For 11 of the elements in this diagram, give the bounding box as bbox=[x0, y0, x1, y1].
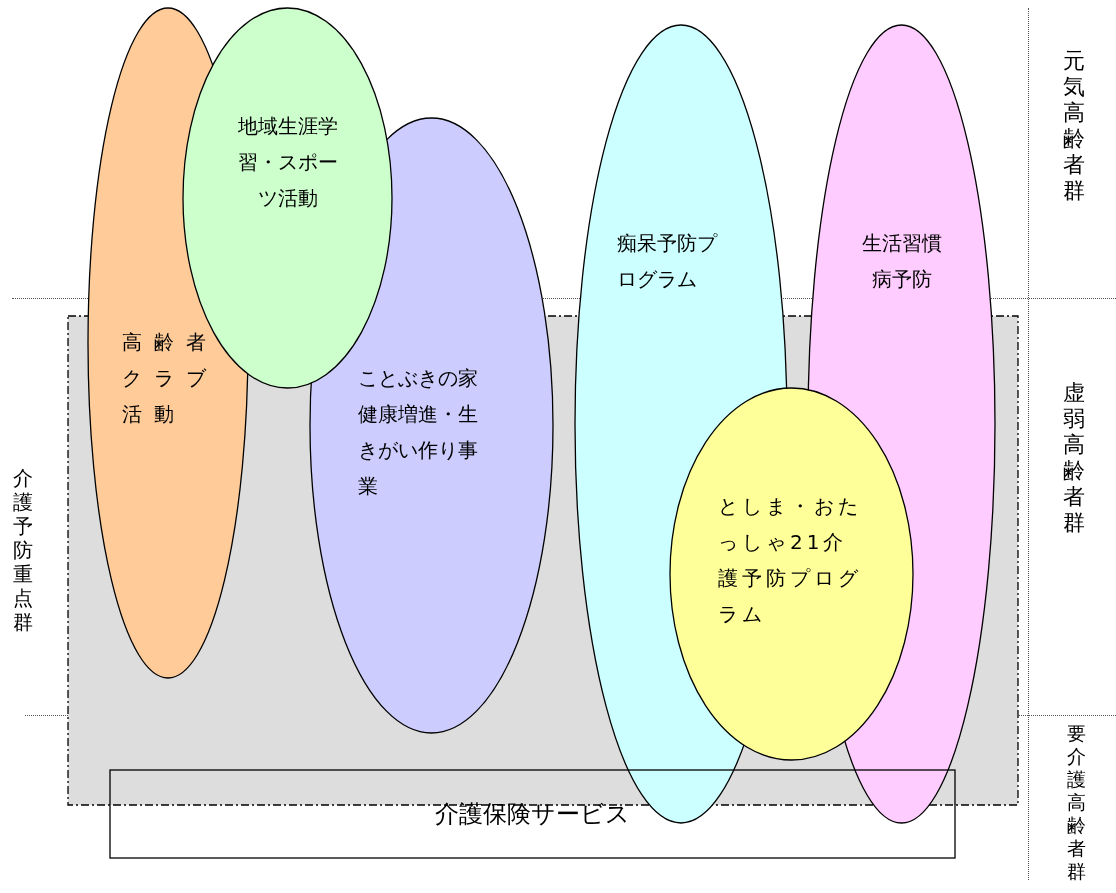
ellipse-label: ことぶきの家健康増進・生きがい作り事業 bbox=[358, 365, 479, 500]
ellipse-label: 生活習慣病予防 bbox=[861, 230, 943, 293]
group-label: 介護予防重点群 bbox=[12, 466, 34, 634]
ellipse-label: 高齢者クラブ活動 bbox=[122, 329, 219, 428]
ellipse-label: 痴呆予防プログラム bbox=[617, 230, 719, 293]
band-label: 元気高齢者群 bbox=[1062, 48, 1086, 205]
band-label: 要介護高齢者群 bbox=[1065, 722, 1087, 882]
service-label: 介護保険サービス bbox=[434, 799, 631, 830]
band-label: 虚弱高齢者群 bbox=[1062, 380, 1086, 537]
ellipse-label: としま・おたっしゃ21介護予防プログラム bbox=[718, 493, 863, 628]
ellipse-label: 地域生涯学習・スポーツ活動 bbox=[236, 113, 339, 212]
